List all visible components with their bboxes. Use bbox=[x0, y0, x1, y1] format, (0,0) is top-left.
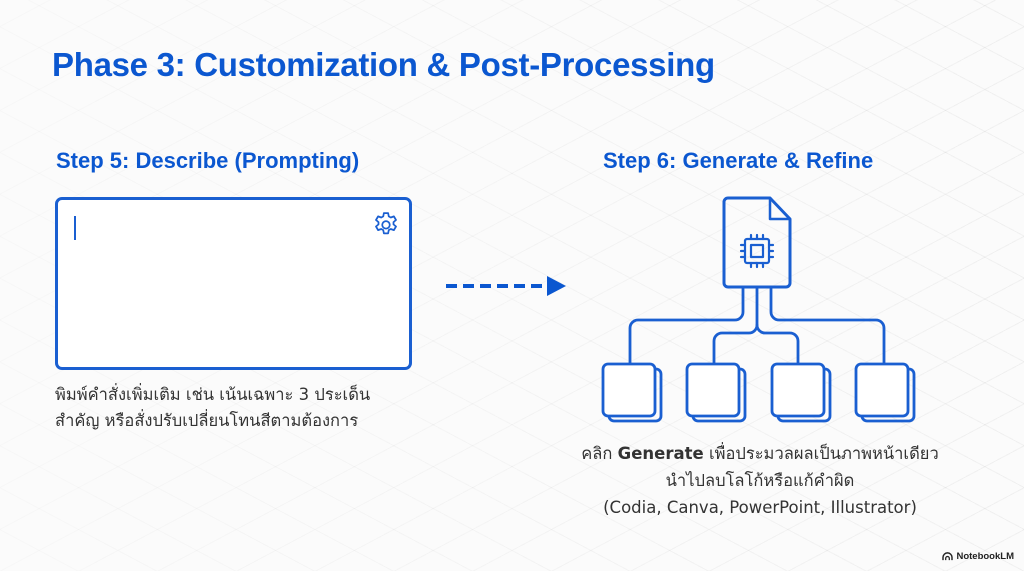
step6-title: Step 6: Generate & Refine bbox=[603, 148, 874, 173]
notebooklm-branding: NotebookLM bbox=[942, 551, 1014, 562]
chip-icon bbox=[739, 233, 775, 269]
dashed-arrow-icon bbox=[446, 276, 566, 296]
line1-prefix: คลิก bbox=[581, 444, 613, 463]
text-cursor bbox=[74, 216, 76, 240]
output-page-stack-3 bbox=[770, 362, 832, 423]
output-page-stack-2 bbox=[685, 362, 747, 423]
gear-icon[interactable] bbox=[371, 210, 401, 240]
generate-keyword: Generate bbox=[617, 444, 704, 463]
step6-description: คลิก Generate เพื่อประมวลผลเป็นภาพหน้าเด… bbox=[540, 440, 980, 521]
step6-description-line3: (Codia, Canva, PowerPoint, Illustrator) bbox=[603, 498, 917, 517]
step5-title: Step 5: Describe (Prompting) bbox=[56, 148, 360, 173]
page-title: Phase 3: Customization & Post-Processing bbox=[52, 46, 715, 83]
output-page-stack-1 bbox=[601, 362, 663, 423]
prompt-input-box[interactable] bbox=[55, 197, 412, 370]
step6-description-line1: คลิก Generate เพื่อประมวลผลเป็นภาพหน้าเด… bbox=[540, 440, 980, 467]
notebooklm-logo-icon bbox=[942, 552, 954, 561]
document-icon bbox=[722, 196, 792, 289]
output-page-stack-4 bbox=[854, 362, 916, 423]
brand-label: NotebookLM bbox=[956, 551, 1014, 562]
step5-description: พิมพ์คำสั่งเพิ่มเติม เช่น เน้นเฉพาะ 3 ปร… bbox=[55, 382, 435, 434]
branch-connectors bbox=[628, 285, 886, 366]
step6-description-line2: นำไปลบโลโก้หรือแก้คำผิด bbox=[665, 471, 855, 490]
step5-description-line: พิมพ์คำสั่งเพิ่มเติม เช่น เน้นเฉพาะ 3 ปร… bbox=[55, 385, 371, 404]
line1-suffix: เพื่อประมวลผลเป็นภาพหน้าเดียว bbox=[708, 444, 939, 463]
step5-description-line: สำคัญ หรือสั่งปรับเปลี่ยนโทนสีตามต้องการ bbox=[55, 411, 359, 430]
